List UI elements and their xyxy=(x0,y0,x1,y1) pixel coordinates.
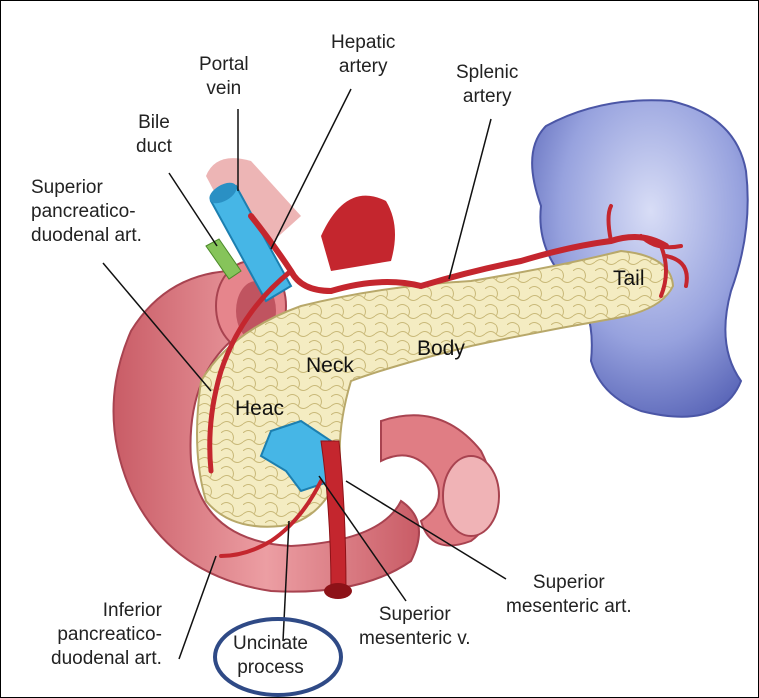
label-hepatic-artery: Hepatic artery xyxy=(331,31,395,79)
label-inferior-pancreaticoduodenal-art: Inferior pancreatico- duodenal art. xyxy=(51,599,162,671)
aorta xyxy=(321,196,395,271)
region-head: Heac xyxy=(235,397,284,421)
region-tail: Tail xyxy=(613,267,645,291)
label-splenic-artery: Splenic artery xyxy=(456,61,518,109)
label-superior-mesenteric-art: Superior mesenteric art. xyxy=(506,571,632,619)
label-uncinate-process: Uncinate process xyxy=(233,632,308,680)
region-neck: Neck xyxy=(306,354,354,378)
jejunum-opening xyxy=(443,456,499,536)
label-superior-mesenteric-v: Superior mesenteric v. xyxy=(359,603,471,651)
superior-mesenteric-artery-end xyxy=(324,583,352,599)
label-bile-duct: Bile duct xyxy=(136,111,172,159)
region-body: Body xyxy=(417,337,465,361)
label-portal-vein: Portal vein xyxy=(199,53,249,101)
label-superior-pancreaticoduodenal-art: Superior pancreatico- duodenal art. xyxy=(31,176,142,248)
